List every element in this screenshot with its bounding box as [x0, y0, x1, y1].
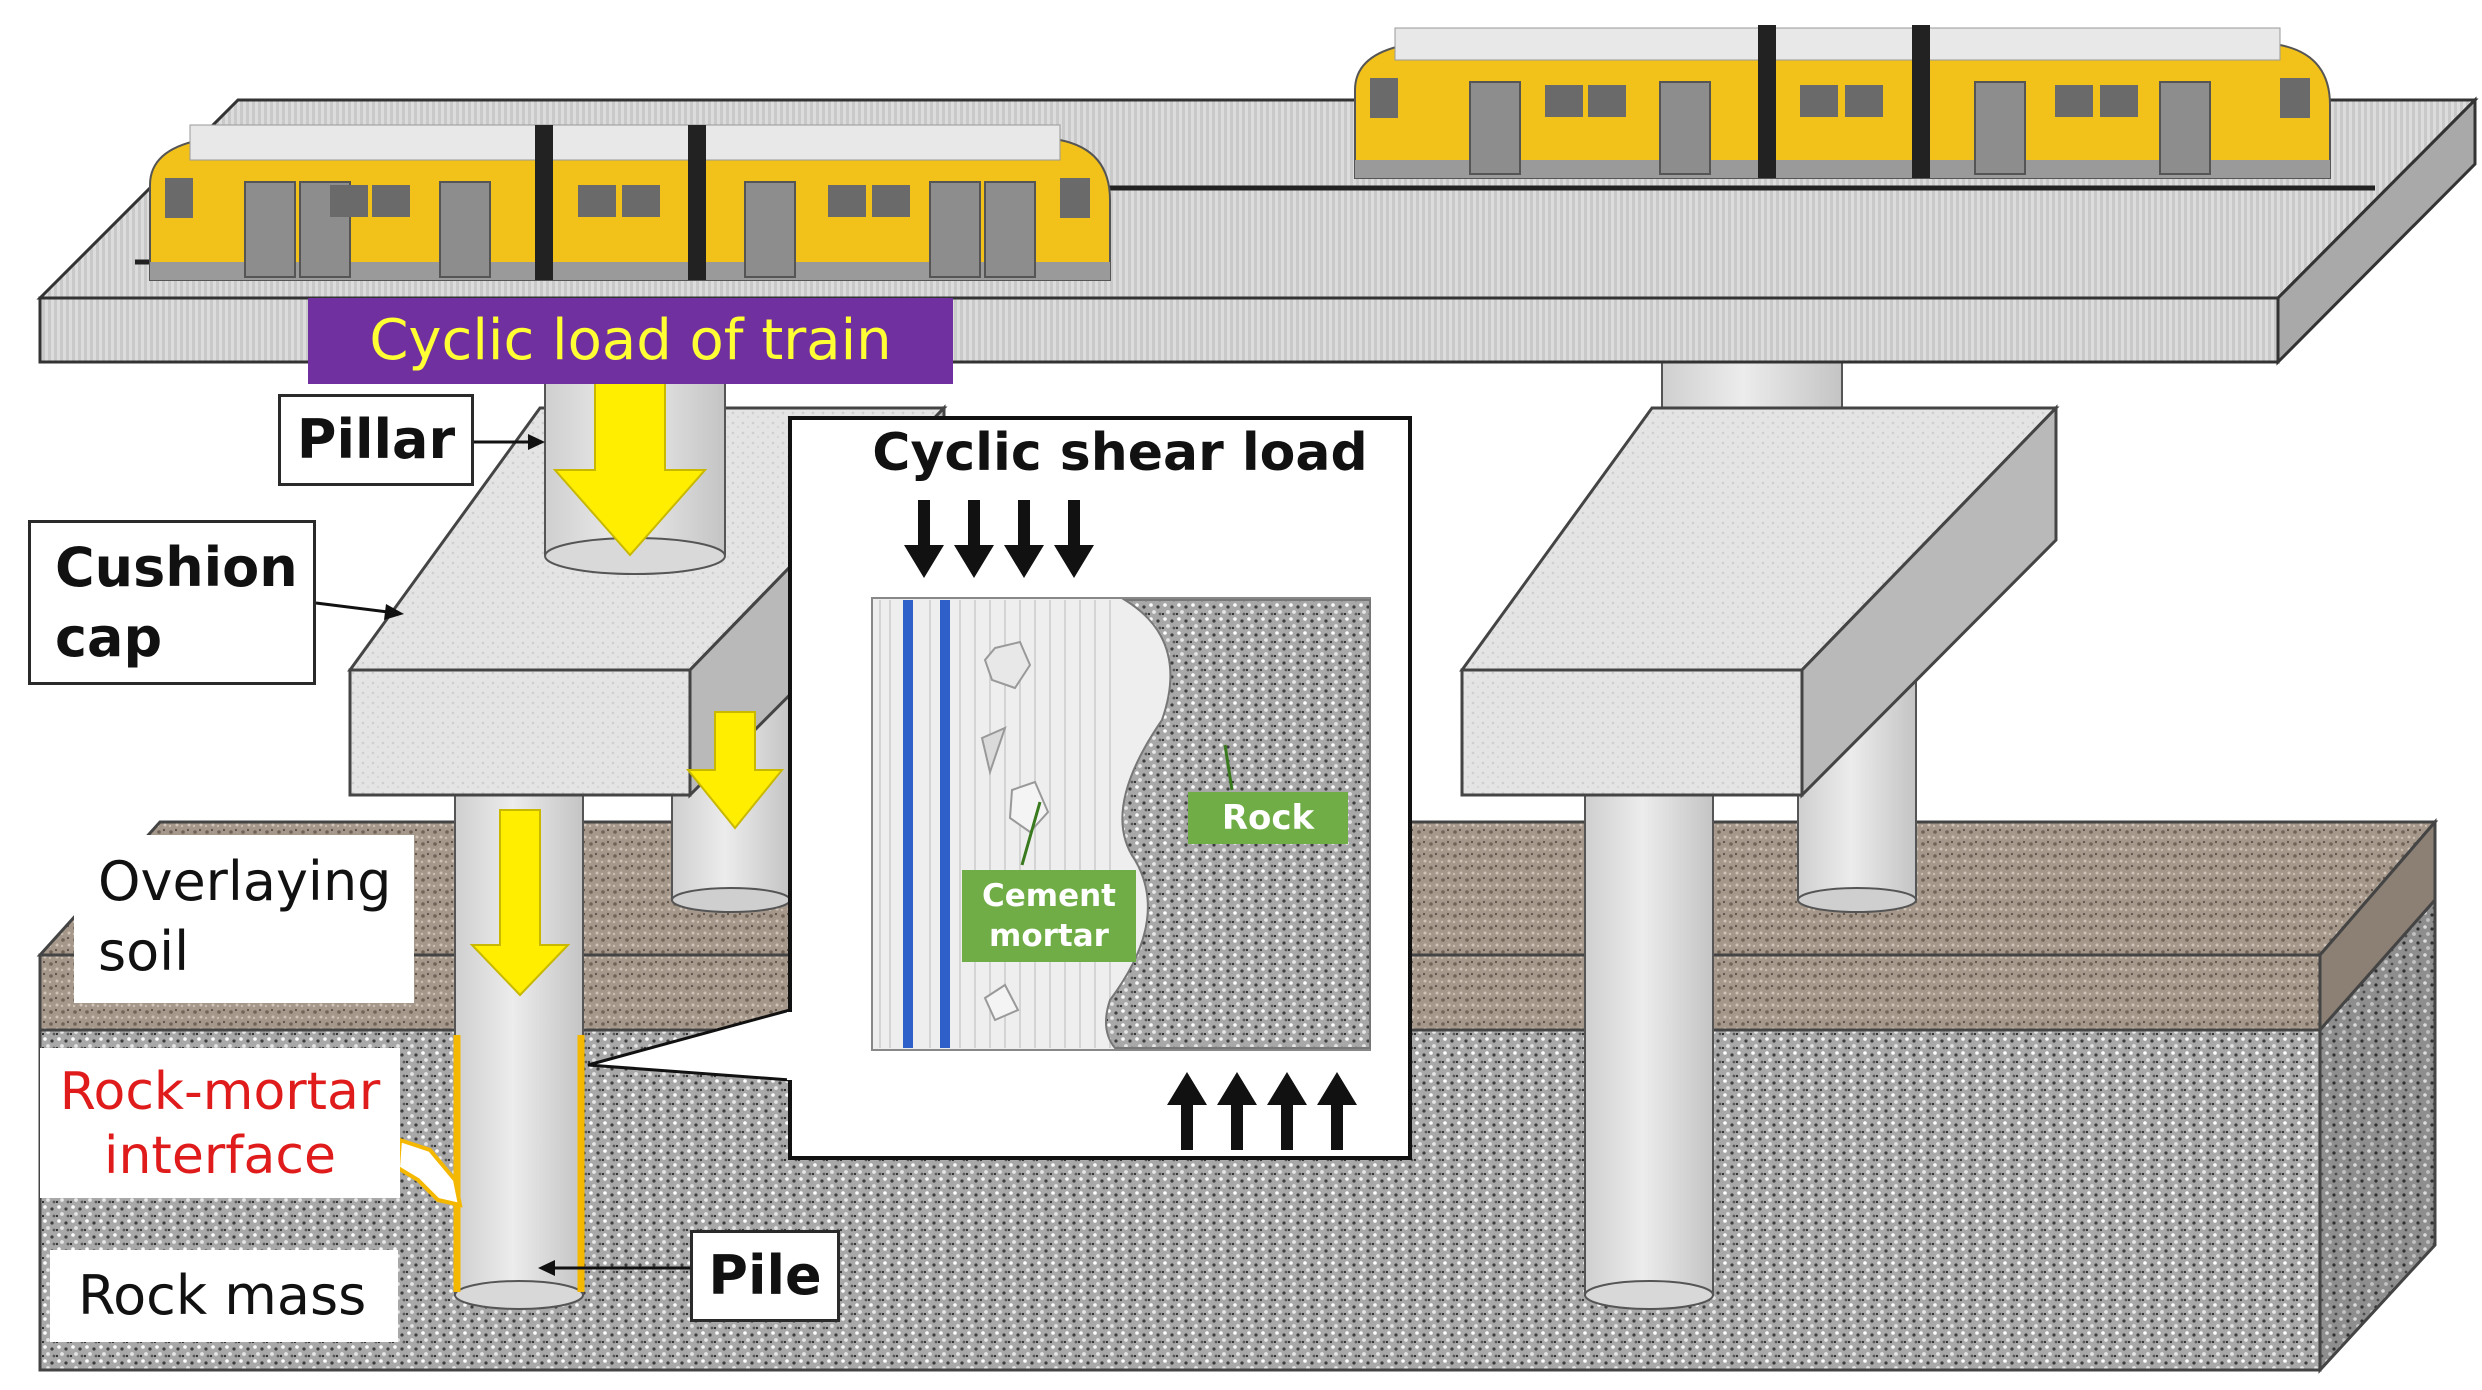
cushion-cap-label-line2: cap — [55, 606, 163, 669]
right-front-pile — [1584, 794, 1714, 1296]
pillar-label: Pillar — [278, 394, 474, 486]
overlaying-soil-label-line1: Overlaying — [98, 850, 392, 913]
cement-tag-line1: Cement — [982, 878, 1116, 914]
rebar-left — [903, 600, 913, 1048]
train-icon — [149, 25, 2331, 281]
interface-arrow — [395, 1137, 463, 1208]
cyclic-load-train-label: Cyclic load of train — [308, 298, 953, 384]
interface-label-line1: Rock-mortar — [59, 1062, 381, 1122]
cushion-cap-label: Cushion cap — [28, 520, 316, 685]
rebar-right — [940, 600, 950, 1048]
cement-mortar-tag: Cement mortar — [962, 870, 1136, 962]
shear-arrows-down — [904, 500, 1094, 578]
down-arrow-icon — [395, 379, 785, 1208]
right-train — [1354, 25, 2331, 179]
rock-mass-label: Rock mass — [50, 1250, 398, 1342]
cyclic-shear-load-title: Cyclic shear load — [872, 423, 1368, 483]
interface-label-line2: interface — [104, 1126, 336, 1186]
back-pile-load-arrow — [685, 711, 785, 830]
cement-tag-line2: mortar — [989, 918, 1109, 954]
right-foundation — [1459, 361, 2060, 1310]
specimen-inset — [871, 597, 1371, 1051]
deck-side — [2276, 96, 2477, 366]
cushion-cap-label-line1: Cushion — [55, 536, 298, 599]
rock-mortar-interface-label: Rock-mortar interface — [40, 1048, 400, 1198]
rock-tag: Rock — [1188, 792, 1348, 844]
overlaying-soil-label-line2: soil — [98, 920, 190, 983]
pile-load-arrow — [469, 809, 571, 997]
leader-lines — [315, 434, 690, 1276]
rock-side — [2318, 896, 2437, 1374]
shear-callout — [587, 416, 1412, 1160]
arrow-icon — [904, 500, 1357, 1150]
ground-block — [36, 817, 2439, 1374]
overlaying-soil-label: Overlaying soil — [74, 835, 414, 1003]
pillar-load-arrow — [552, 379, 708, 557]
pile-label: Pile — [690, 1230, 840, 1322]
shear-arrows-up — [1167, 1072, 1357, 1150]
left-train — [149, 124, 1111, 281]
